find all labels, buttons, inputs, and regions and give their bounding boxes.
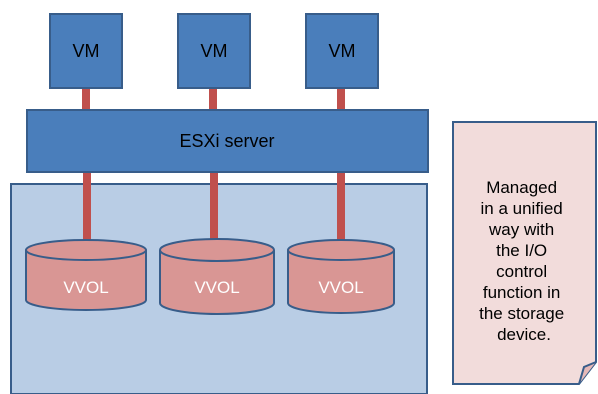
vvol-cylinder-3: VVOL: [287, 239, 395, 314]
vvol-cylinder-1: VVOL: [25, 239, 147, 311]
esxi-server-label: ESXi server: [179, 131, 274, 151]
vm-box-2: VM: [177, 13, 251, 89]
vvol-cylinder-2: VVOL: [159, 238, 275, 315]
note-line-1: Managed: [486, 178, 557, 197]
note-line-3: way with: [488, 220, 554, 239]
connector-vm1-server: [82, 88, 90, 110]
note-line-6: function in: [483, 283, 561, 302]
note-callout: Managed in a unified way with the I/O co…: [452, 121, 597, 385]
note-line-7: the storage: [479, 304, 564, 323]
vm-label-1: VM: [73, 41, 100, 61]
note-line-4: the I/O: [496, 241, 547, 260]
esxi-server-box: ESXi server: [26, 109, 429, 173]
connector-vm2-server: [209, 88, 217, 110]
note-line-2: in a unified: [481, 199, 563, 218]
connector-server-vvol1: [83, 172, 91, 244]
vm-label-3: VM: [329, 41, 356, 61]
connector-vm3-server: [337, 88, 345, 110]
vvol-label-3: VVOL: [318, 278, 363, 297]
note-line-5: control: [496, 262, 547, 281]
vm-box-1: VM: [49, 13, 123, 89]
connector-server-vvol3: [337, 172, 345, 244]
vm-box-3: VM: [305, 13, 379, 89]
vm-label-2: VM: [201, 41, 228, 61]
note-text: Managed in a unified way with the I/O co…: [479, 178, 569, 344]
connector-server-vvol2: [210, 172, 218, 244]
vvol-label-1: VVOL: [63, 278, 108, 297]
note-line-8: device.: [497, 325, 551, 344]
vvol-label-2: VVOL: [194, 278, 239, 297]
